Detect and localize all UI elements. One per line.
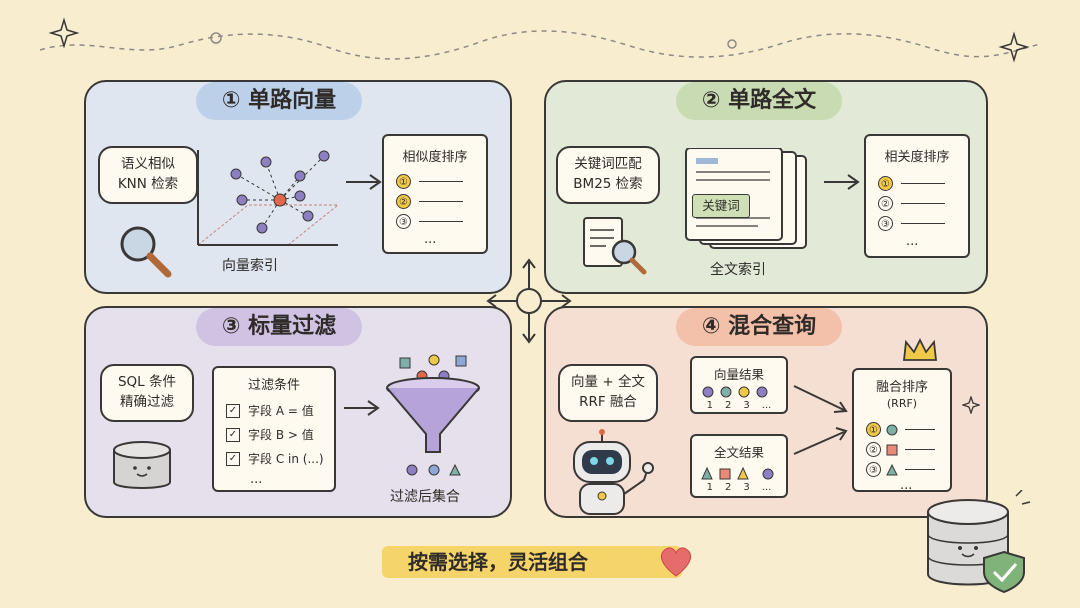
magnifier-icon xyxy=(120,226,172,278)
panel-vector-title: ① 单路向量 xyxy=(196,82,362,120)
checkbox-checked-icon: ✓ xyxy=(226,427,240,442)
hybrid-speech-bubble: 向量 + 全文 RRF 融合 xyxy=(558,364,658,422)
result-index: 2 xyxy=(725,400,732,411)
fulltext-results-card: 全文结果 1 2 3 ... xyxy=(690,434,788,498)
hybrid-bubble-line2: RRF 融合 xyxy=(579,394,637,410)
arrow-right-icon xyxy=(344,400,380,416)
database-shield-icon xyxy=(927,490,1031,594)
result-index: 2 xyxy=(725,482,732,493)
database-icon xyxy=(113,441,171,489)
fulltext-results-shapes xyxy=(701,466,774,480)
scalar-bubble-line1: SQL 条件 xyxy=(117,374,176,390)
decorative-squiggle xyxy=(39,17,1041,63)
vector-bubble-line2: KNN 检索 xyxy=(117,176,179,192)
more-ellipsis: ... xyxy=(900,478,913,493)
fulltext-speech-bubble: 关键词匹配 BM25 检索 xyxy=(556,146,660,204)
fusion-item-shape xyxy=(886,424,898,435)
result-index: 1 xyxy=(706,400,714,411)
more-ellipsis: ... xyxy=(906,234,919,249)
more-ellipsis: ... xyxy=(424,232,437,247)
fulltext-bubble-line1: 关键词匹配 xyxy=(574,156,642,172)
vector-results-dots xyxy=(702,386,768,398)
result-index: 1 xyxy=(706,482,714,493)
fusion-item-shape xyxy=(886,463,898,475)
more-ellipsis: ... xyxy=(250,472,263,487)
fulltext-index-label: 全文索引 xyxy=(710,262,766,278)
filter-condition-item: 字段 B > 值 xyxy=(248,428,314,442)
rank-badge: ① xyxy=(878,176,893,191)
similarity-ranking-heading: 相似度排序 xyxy=(402,150,468,165)
checkbox-checked-icon: ✓ xyxy=(226,403,240,418)
rrf-fusion-card: 融合排序 (RRF) ① ② ③ ... xyxy=(852,368,952,493)
fulltext-bubble-line2: BM25 检索 xyxy=(573,176,643,192)
fulltext-results-heading: 全文结果 xyxy=(713,445,764,460)
vector-bubble-line1: 语义相似 xyxy=(121,156,175,172)
panel-scalar-title: ③ 标量过滤 xyxy=(196,308,362,346)
merge-arrows xyxy=(793,385,848,455)
result-index: ... xyxy=(761,400,772,411)
scalar-speech-bubble: SQL 条件 精确过滤 xyxy=(100,364,194,422)
result-index: 3 xyxy=(743,482,750,493)
filter-conditions-heading: 过滤条件 xyxy=(247,378,300,393)
vector-space-diagram xyxy=(196,150,340,246)
arrow-right-icon xyxy=(346,174,382,190)
rank-badge: ③ xyxy=(396,214,411,229)
hybrid-bubble-line1: 向量 + 全文 xyxy=(571,374,645,390)
checkbox-checked-icon: ✓ xyxy=(226,451,240,466)
crosshair-icon xyxy=(486,258,572,344)
relevance-ranking-heading: 相关度排序 xyxy=(884,150,950,165)
filtered-set-label: 过滤后集合 xyxy=(390,489,460,505)
vector-results-heading: 向量结果 xyxy=(713,367,764,382)
rank-badge: ① xyxy=(396,174,411,189)
fusion-item-shape xyxy=(886,444,898,455)
rank-badge: ② xyxy=(396,194,411,209)
robot-icon xyxy=(573,429,654,515)
panel-hybrid-title: ④ 混合查询 xyxy=(676,308,842,346)
arrow-right-icon xyxy=(824,174,860,190)
rank-badge: ② xyxy=(878,196,893,211)
rank-badge: ③ xyxy=(866,462,881,477)
keyword-highlight-tag: 关键词 xyxy=(692,194,750,218)
result-index: ... xyxy=(761,482,772,493)
panel-fulltext-title: ② 单路全文 xyxy=(676,82,842,120)
heart-icon xyxy=(660,547,692,577)
filter-condition-item: 字段 C in (...) xyxy=(248,452,324,466)
fusion-subheading: (RRF) xyxy=(886,397,918,410)
funnel-icon xyxy=(386,354,480,476)
relevance-ranking-card: 相关度排序 ① ② ③ ... xyxy=(864,134,970,258)
sparkle-icon xyxy=(962,396,980,414)
filter-conditions-card: 过滤条件 ✓字段 A = 值 ✓字段 B > 值 ✓字段 C in (...) … xyxy=(212,366,336,492)
crown-icon xyxy=(902,337,938,361)
document-search-icon xyxy=(583,217,647,275)
vector-speech-bubble: 语义相似 KNN 检索 xyxy=(98,146,198,204)
result-index: 3 xyxy=(743,400,750,411)
footer-banner: 按需选择，灵活组合 xyxy=(382,546,682,578)
filter-condition-item: 字段 A = 值 xyxy=(248,404,314,418)
fusion-heading: 融合排序 xyxy=(875,380,928,395)
rank-badge: ③ xyxy=(878,216,893,231)
vector-index-label: 向量索引 xyxy=(222,258,278,274)
vector-results-card: 向量结果 1 2 3 ... xyxy=(690,356,788,414)
rank-badge: ① xyxy=(866,422,881,437)
rank-badge: ② xyxy=(866,442,881,457)
similarity-ranking-card: 相似度排序 ① ② ③ ... xyxy=(382,134,488,254)
scalar-bubble-line2: 精确过滤 xyxy=(120,394,174,410)
